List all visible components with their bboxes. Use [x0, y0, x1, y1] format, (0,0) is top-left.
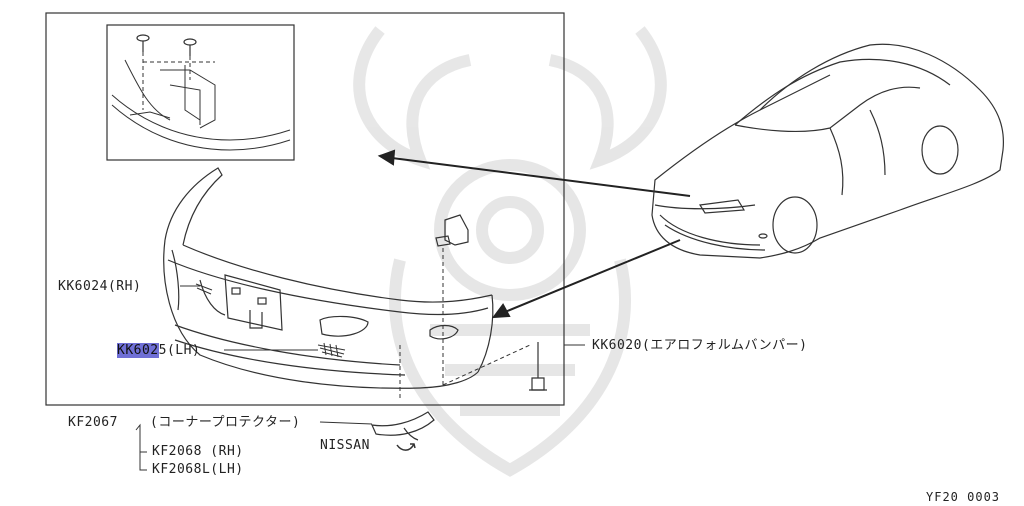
direction-arrows	[377, 149, 691, 319]
nissan-label: NISSAN	[320, 438, 370, 453]
clip-dashed-guides	[142, 52, 215, 110]
car-silhouette	[651, 43, 1004, 259]
screw-icon	[529, 342, 547, 391]
bracket-dashed-guides	[399, 248, 531, 400]
inset-detail	[111, 59, 291, 151]
samurai-helmet-watermark	[353, 26, 667, 477]
main-frame	[45, 12, 565, 406]
kf2067-desc-label: (コーナープロテクター)	[150, 415, 301, 430]
aero-form-bumper	[163, 167, 494, 389]
diagram-code: YF20 0003	[926, 490, 1001, 504]
kf2068l-label: KF2068L(LH)	[152, 462, 244, 477]
leader-lines	[135, 285, 585, 471]
push-clip-icon	[136, 34, 197, 56]
kk6025-label: KK6025(LH)	[117, 343, 200, 358]
corner-protector	[371, 411, 435, 441]
kk6024-label: KK6024(RH)	[58, 279, 142, 294]
mounting-bracket	[435, 214, 469, 247]
kk6025-label-rest: 5(LH)	[158, 343, 201, 358]
kk6020-label: KK6020(エアロフォルムバンパー)	[592, 338, 808, 353]
kf2067-label: KF2067	[68, 415, 118, 430]
kk6025-grille	[317, 342, 346, 358]
kk6025-highlight: KK602	[117, 343, 159, 358]
nissan-rotate-icon	[396, 443, 416, 451]
kf2068-label: KF2068 (RH)	[152, 444, 244, 459]
kk6024-grille	[195, 283, 213, 295]
